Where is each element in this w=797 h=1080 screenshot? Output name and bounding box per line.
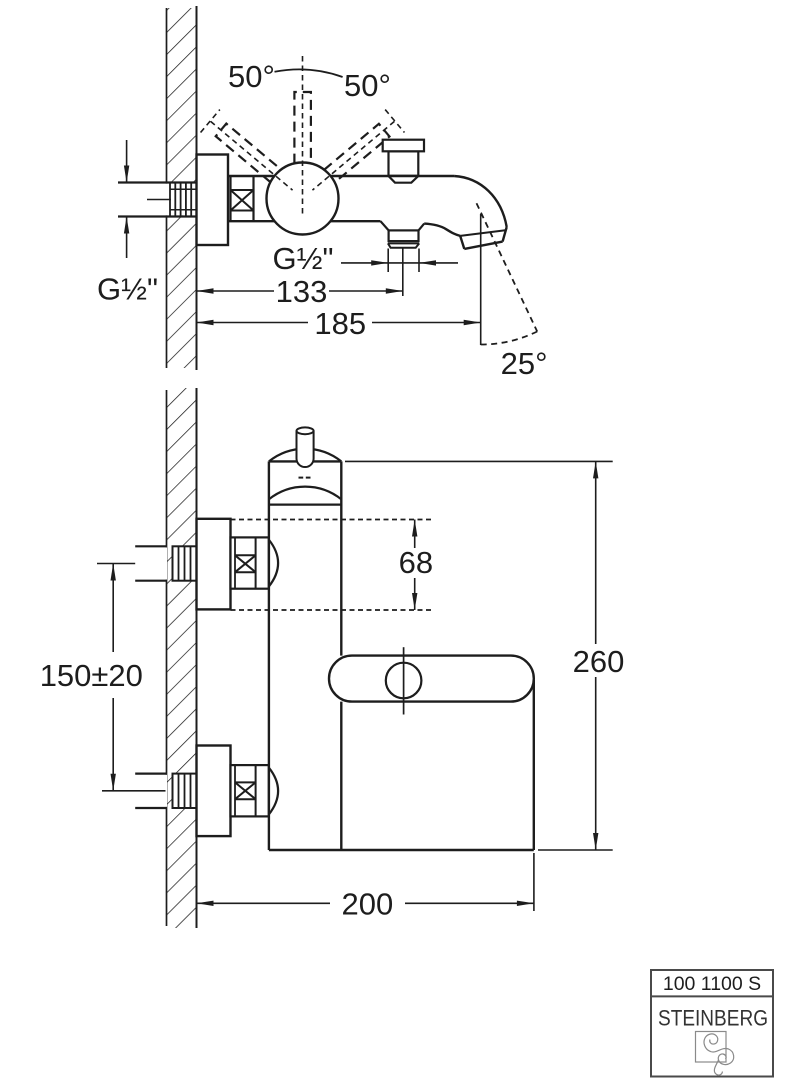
side-lever-middle [293, 56, 312, 214]
dim-133 [196, 248, 404, 296]
front-column [267, 447, 343, 850]
label-thread-wall: G½" [97, 272, 158, 307]
front-valve-lower [229, 763, 280, 818]
front-wall-flange-upper [195, 517, 232, 611]
dim-thread-spout [341, 248, 458, 272]
front-top-outlet-pipe [295, 426, 315, 469]
side-lever-left-50 [199, 109, 294, 191]
side-lever-right-50 [311, 109, 406, 191]
front-wall-flange-lower [195, 744, 232, 838]
side-view: 50° 50° G½" G½" 133 185 25° [97, 6, 547, 381]
front-handle [327, 647, 536, 715]
label-angle-left: 50° [228, 59, 275, 94]
side-top-connector [381, 138, 426, 184]
lever-swing-arc [274, 68, 343, 78]
label-dim-133: 133 [276, 274, 328, 309]
label-dim-150: 150±20 [40, 658, 143, 693]
front-view: 68 150±20 260 200 [40, 388, 625, 928]
front-supply-pipe-upper [97, 545, 198, 582]
front-valve-upper [229, 536, 280, 590]
title-block: 100 1100 S STEINBERG [650, 969, 774, 1078]
front-supply-pipe-lower [102, 772, 198, 810]
front-spout-body [268, 680, 535, 852]
label-dim-200: 200 [342, 887, 394, 922]
dim-200 [196, 853, 535, 911]
label-dim-185: 185 [314, 306, 366, 341]
front-view-wall [165, 388, 198, 928]
side-spout [424, 174, 508, 251]
dim-thread-wall [123, 140, 130, 258]
label-dim-260: 260 [573, 644, 625, 679]
title-block-frame [650, 969, 774, 1078]
dim-68 [230, 518, 434, 611]
brand-logo [694, 1030, 735, 1076]
side-supply-pipe [118, 181, 197, 218]
side-valve-symbol [229, 176, 255, 222]
label-dim-68: 68 [399, 545, 433, 580]
dim-185 [196, 319, 481, 326]
label-angle-outlet: 25° [501, 346, 548, 381]
brand-name: STEINBERG [658, 1006, 768, 1031]
label-thread-spout: G½" [273, 241, 334, 276]
side-wall-flange [195, 153, 230, 247]
dim-260 [345, 460, 613, 851]
wall-hatch [166, 388, 197, 928]
side-bottom-connector [379, 220, 426, 249]
side-body [228, 174, 455, 223]
label-angle-right: 50° [344, 68, 391, 103]
dim-150 [110, 563, 116, 791]
model-number: 100 1100 S [663, 973, 761, 995]
